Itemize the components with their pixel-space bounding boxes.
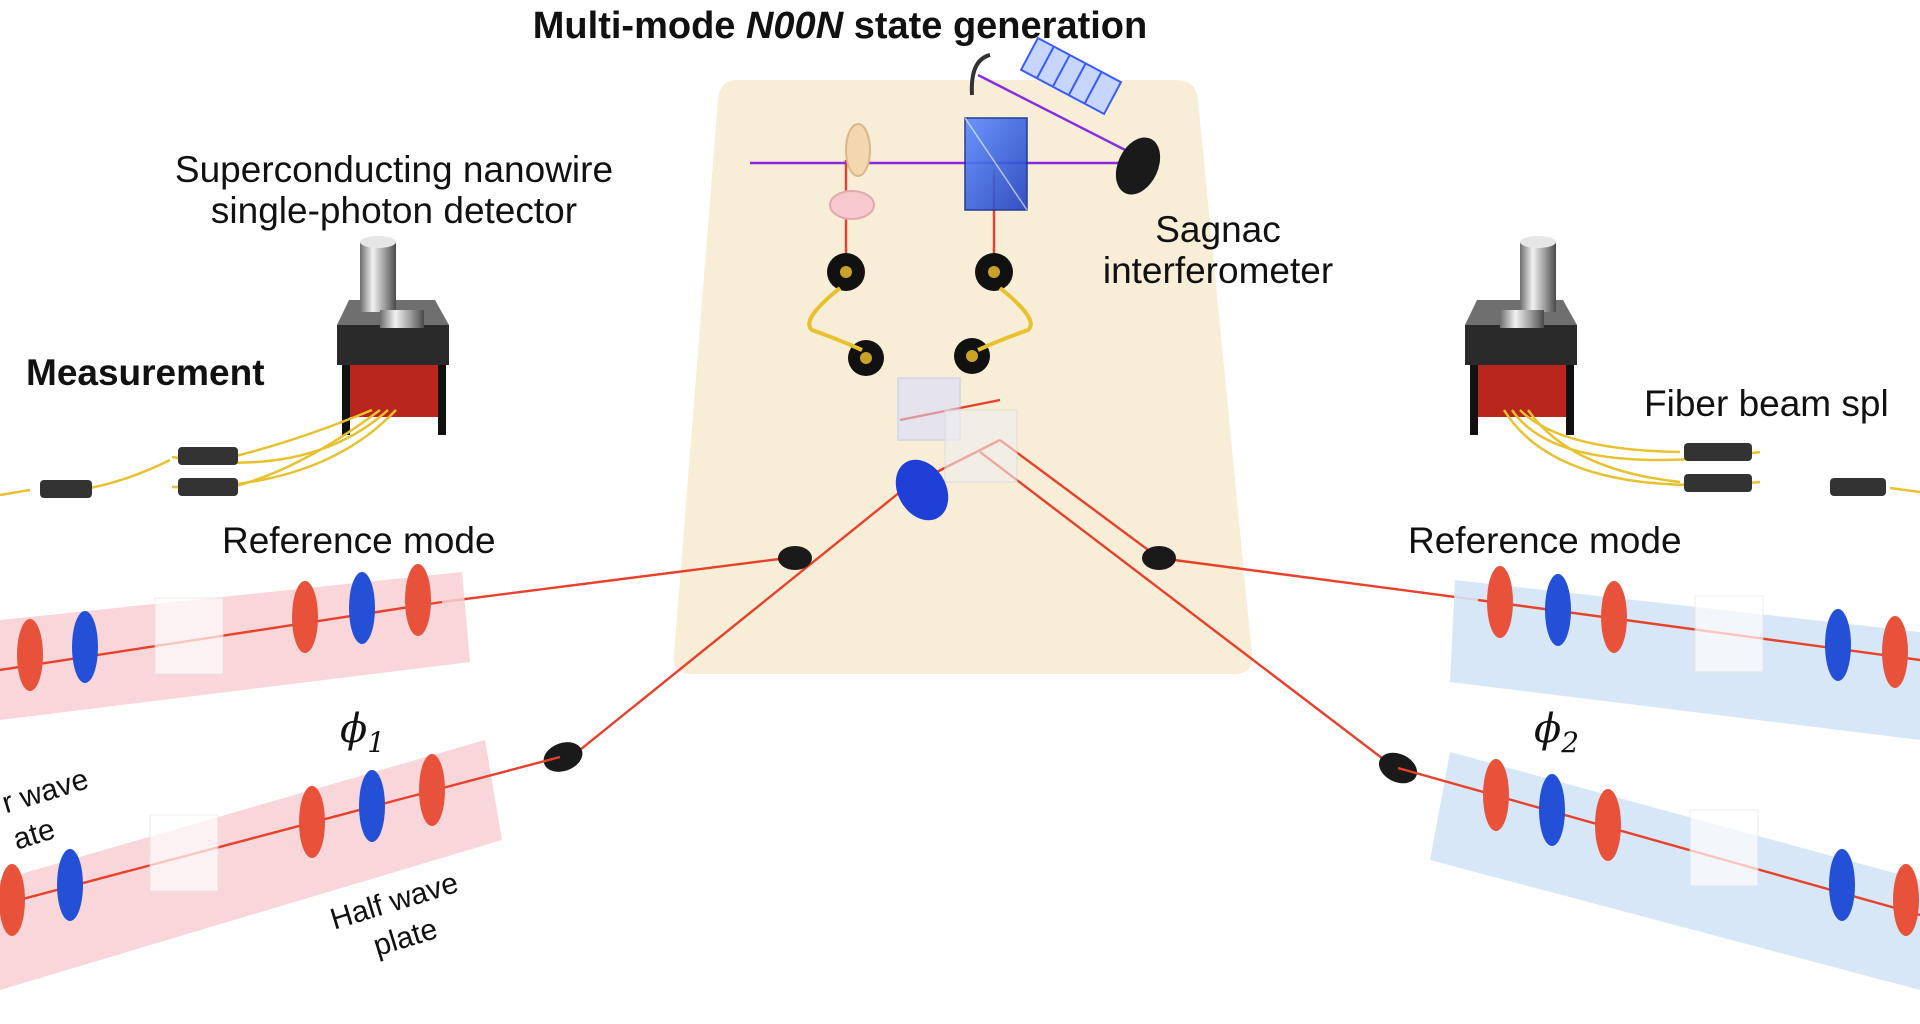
fiber-splitter-label: Fiber beam spl xyxy=(1644,383,1889,424)
rail-left-phi1 xyxy=(0,740,561,990)
sagnac-label-line2: interferometer xyxy=(1103,250,1333,291)
detector-label-line1: Superconducting nanowire xyxy=(175,149,613,190)
detector-label-line2: single-photon detector xyxy=(211,190,577,231)
phi2-label: ϕ2 xyxy=(1534,706,1579,759)
sagnac-interferometer xyxy=(829,36,1161,220)
rail-right-reference xyxy=(1450,566,1920,740)
rail-left-reference xyxy=(0,564,470,720)
phi1-label: ϕ1 xyxy=(340,706,385,759)
top-mirror xyxy=(969,53,991,96)
sagnac-mirror xyxy=(1115,137,1161,195)
quarter-wave-label-line1: r wave xyxy=(0,763,92,820)
reference-mode-right-label: Reference mode xyxy=(1408,520,1682,561)
central-beam-splitters xyxy=(895,377,1018,521)
pbs-lens xyxy=(829,190,875,220)
reference-mode-left-label: Reference mode xyxy=(222,520,496,561)
laser-beams xyxy=(441,160,1479,769)
dichroic-mirror xyxy=(845,123,871,177)
central-waveplate xyxy=(895,459,949,521)
ppktp-crystal xyxy=(1019,36,1123,116)
beam-mirrors xyxy=(543,546,1418,784)
left-fiber-splitters xyxy=(40,447,238,498)
snspd-right xyxy=(1465,236,1577,435)
optical-table xyxy=(673,80,1253,674)
diagram-title: Multi-mode N00N state generation xyxy=(533,5,1147,47)
right-fiber-splitters xyxy=(1684,443,1886,496)
rail-right-phi2 xyxy=(1397,752,1920,990)
quarter-wave-label-line2: ate xyxy=(9,813,59,857)
sagnac-label-line1: Sagnac xyxy=(1155,209,1281,250)
measurement-label: Measurement xyxy=(26,352,265,393)
fiber-couplers xyxy=(807,253,1033,376)
pump-beam xyxy=(750,73,1136,165)
snspd-left xyxy=(337,236,449,435)
